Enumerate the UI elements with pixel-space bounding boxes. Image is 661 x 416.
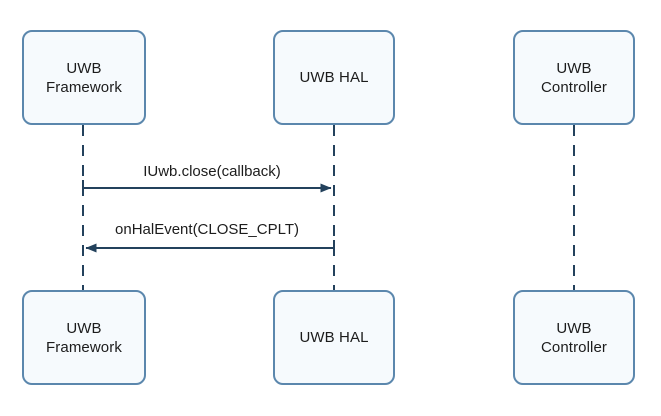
participant-head-uwb-controller[interactable]: UWB Controller xyxy=(513,30,635,125)
participant-foot-uwb-hal[interactable]: UWB HAL xyxy=(273,290,395,385)
message-label-onhalevent-close-cplt: onHalEvent(CLOSE_CPLT) xyxy=(112,221,302,239)
participant-foot-uwb-controller[interactable]: UWB Controller xyxy=(513,290,635,385)
participant-label-uwb-controller: UWB Controller xyxy=(540,59,608,96)
participant-head-uwb-hal[interactable]: UWB HAL xyxy=(273,30,395,125)
participant-head-uwb-framework[interactable]: UWB Framework xyxy=(22,30,146,125)
message-label-iuwb-close: IUwb.close(callback) xyxy=(140,163,284,181)
participant-foot-label-uwb-framework: UWB Framework xyxy=(46,319,122,356)
participant-foot-uwb-framework[interactable]: UWB Framework xyxy=(22,290,146,385)
participant-foot-label-uwb-hal: UWB HAL xyxy=(299,329,369,346)
participant-label-uwb-hal: UWB HAL xyxy=(299,69,369,86)
participant-foot-label-uwb-controller: UWB Controller xyxy=(540,319,608,356)
participant-label-uwb-framework: UWB Framework xyxy=(46,59,122,96)
